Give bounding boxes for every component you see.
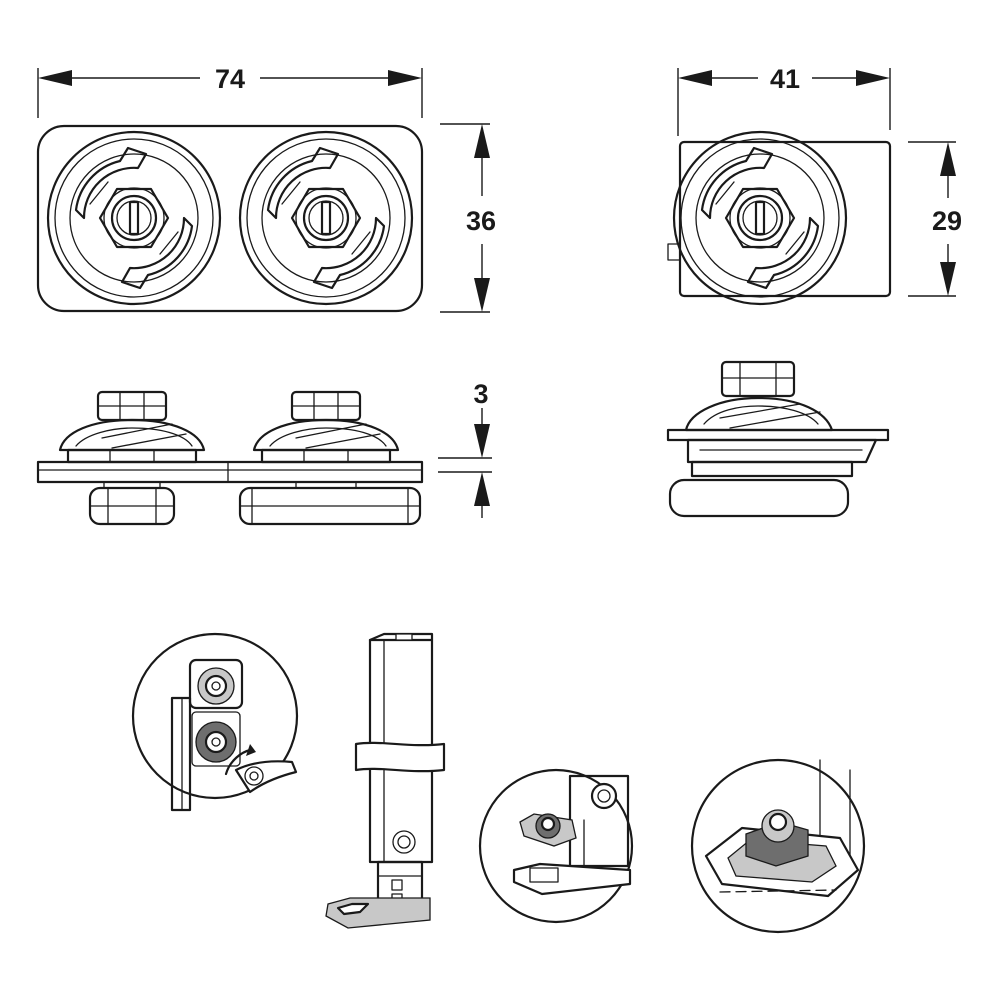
- detail-pivot-mount: [478, 768, 634, 924]
- dimension-label-29: 29: [932, 206, 962, 236]
- dimension-label-3: 3: [473, 379, 488, 409]
- dimension-plate-thickness: 3: [438, 379, 492, 518]
- dimension-width-single: 41: [677, 64, 891, 136]
- dimension-label-41: 41: [770, 64, 800, 94]
- profile-with-pivot: [325, 632, 446, 929]
- dimension-height-double: 36: [440, 123, 496, 313]
- double-roller-top-view: [36, 124, 424, 313]
- dimension-label-36: 36: [466, 206, 496, 236]
- dimension-label-74: 74: [215, 64, 245, 94]
- detail-pivot-closeup: [690, 758, 866, 934]
- dimension-height-single: 29: [908, 141, 962, 297]
- double-roller-side-view: [36, 390, 424, 526]
- single-roller-top-view: [667, 130, 892, 306]
- single-roller-side-view: [666, 360, 890, 518]
- detail-adjust-wrench: [131, 632, 299, 812]
- dimension-width-double: 74: [37, 64, 423, 118]
